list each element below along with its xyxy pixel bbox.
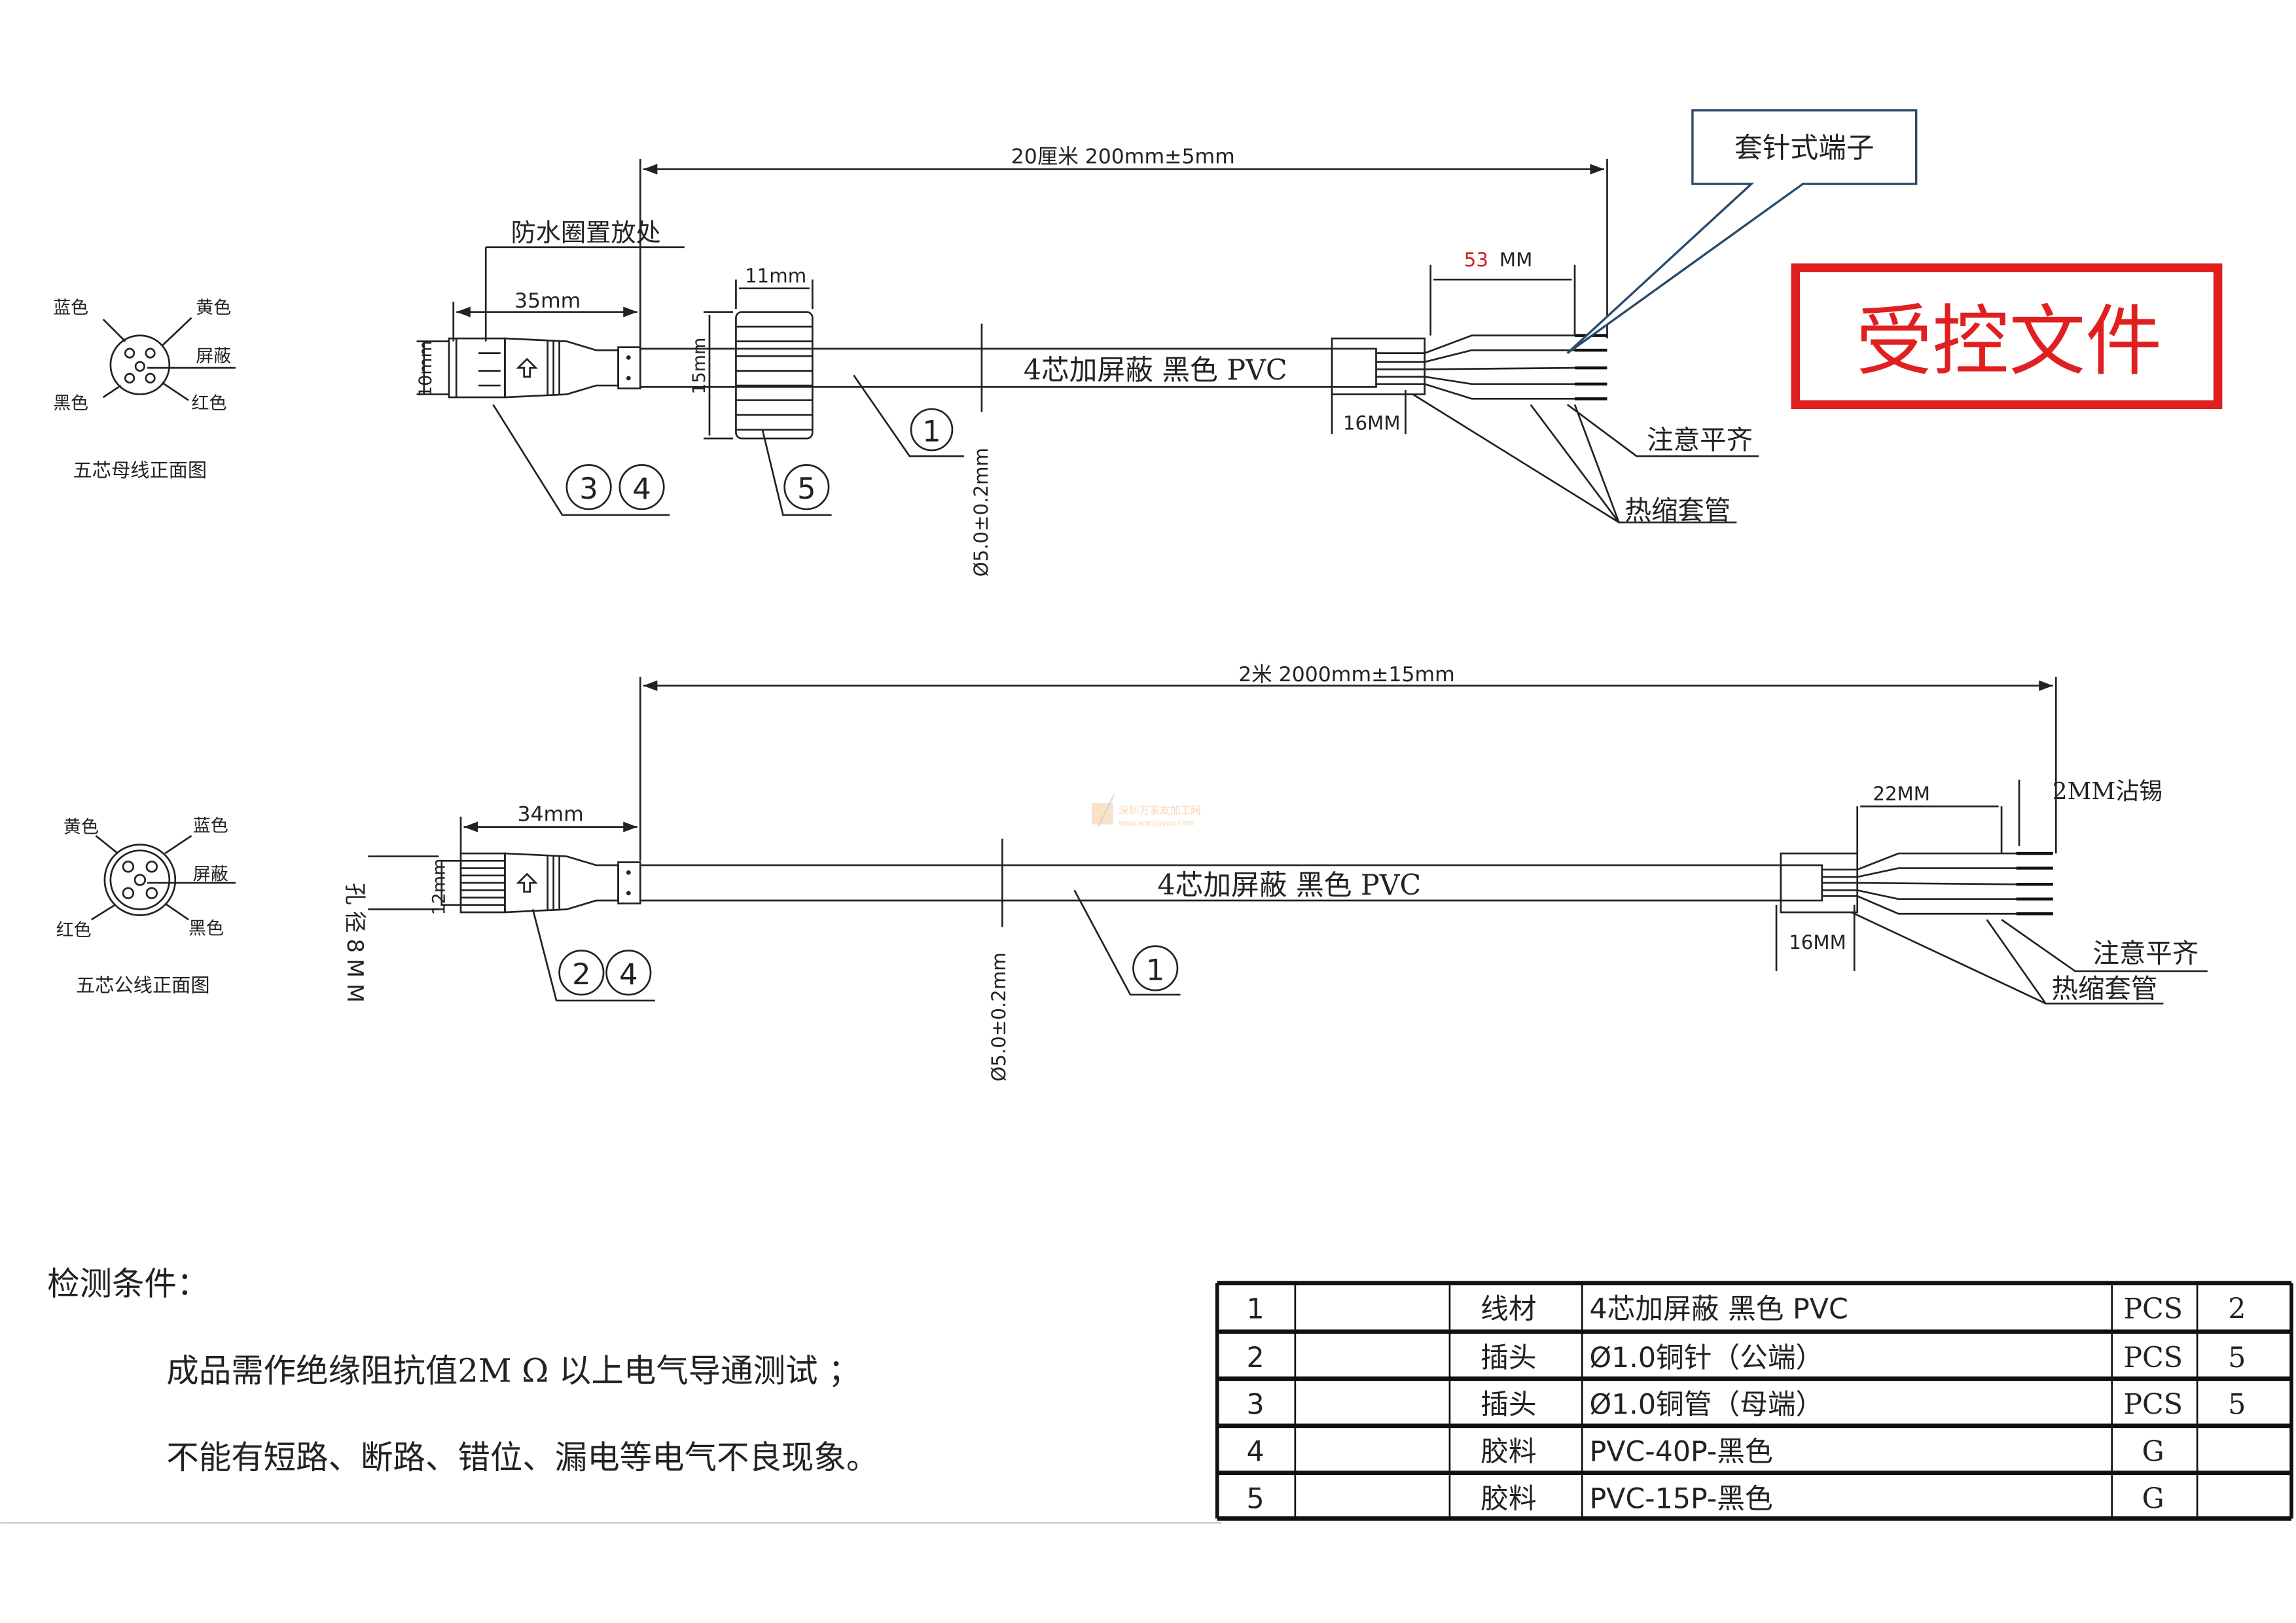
table-cell-spec: Ø1.0铜针（公端） bbox=[1590, 1342, 1824, 1374]
nut bbox=[735, 311, 814, 440]
watermark-name: 深圳万家友加工网 bbox=[1119, 804, 1201, 816]
pin-label: 黄色 bbox=[196, 298, 231, 318]
connector-diameter: 12mm bbox=[429, 859, 449, 916]
test-conditions-title: 检测条件： bbox=[47, 1265, 209, 1303]
table-cell-unit: PCS bbox=[2123, 1293, 2183, 1326]
pin-label: 黑色 bbox=[188, 919, 224, 939]
top-cable-drawing: 20厘米 200mm±5mm 防水圈置放处 35mm 10mm 4芯加屏蔽 黑色… bbox=[416, 109, 1918, 577]
female-pinout: 蓝色 黄色 屏蔽 黑色 红色 五芯母线正面图 bbox=[53, 298, 236, 481]
pin-label: 蓝色 bbox=[53, 298, 88, 318]
pin-label: 红色 bbox=[192, 393, 227, 414]
table-cell-unit: PCS bbox=[2123, 1342, 2183, 1374]
length-dimension: 2米 2000mm±15mm bbox=[1238, 663, 1455, 687]
table-row: 3 插头 Ø1.0铜管（母端） PCS 5 bbox=[1247, 1389, 2246, 1421]
sleeve-length: 16MM bbox=[1789, 931, 1846, 954]
table-cell-type: 胶料 bbox=[1480, 1483, 1536, 1516]
test-condition-line: 成品需作绝缘阻抗值2M Ω 以上电气导通测试 ； bbox=[166, 1351, 860, 1389]
bom-table: 1 线材 4芯加屏蔽 黑色 PVC PCS 2 2 插头 Ø1.0铜针（公端） PCS 5 3 插头 Ø… bbox=[1215, 1281, 2293, 1521]
table-cell-qty: 5 bbox=[2228, 1342, 2246, 1374]
heat-shrink-note: 热缩套管 bbox=[1624, 495, 1731, 526]
table-cell-spec: PVC-15P-黑色 bbox=[1590, 1483, 1773, 1516]
controlled-document-stamp: 受控文件 bbox=[1791, 263, 2223, 410]
cable-diameter: Ø5.0±0.2mm bbox=[970, 448, 992, 577]
table-cell-spec: 4芯加屏蔽 黑色 PVC bbox=[1590, 1293, 1848, 1326]
hole-diameter: 孔径8MM bbox=[342, 883, 368, 1008]
terminal-callout: 套针式端子 bbox=[1566, 109, 1918, 354]
part-ref-4: 4 bbox=[632, 471, 651, 506]
length-dimension: 20厘米 200mm±5mm bbox=[1011, 145, 1235, 169]
male-connector bbox=[440, 852, 641, 914]
sleeve-length: 16MM bbox=[1343, 412, 1401, 435]
table-row: 2 插头 Ø1.0铜针（公端） PCS 5 bbox=[1247, 1342, 2246, 1374]
table-row: 5 胶料 PVC-15P-黑色 G bbox=[1247, 1483, 2164, 1516]
male-pinout: 黄色 蓝色 屏蔽 红色 黑色 五芯公线正面图 bbox=[56, 815, 236, 996]
callout-text: 套针式端子 bbox=[1734, 132, 1874, 165]
cable-label: 4芯加屏蔽 黑色 PVC bbox=[1157, 869, 1421, 902]
table-cell-spec: Ø1.0铜管（母端） bbox=[1590, 1389, 1824, 1421]
align-note: 注意平齐 bbox=[1647, 424, 1753, 455]
pin-label: 黑色 bbox=[53, 393, 88, 414]
table-cell-type: 插头 bbox=[1480, 1342, 1536, 1374]
table-cell-qty: 2 bbox=[2228, 1293, 2246, 1326]
table-cell-no: 3 bbox=[1247, 1389, 1265, 1421]
strip-length-unit: MM bbox=[1499, 249, 1532, 271]
table-cell-no: 5 bbox=[1247, 1483, 1265, 1516]
bottom-cable-drawing: 2米 2000mm±15mm 34mm 12mm 孔径8MM 4芯加屏蔽 黑色 … bbox=[342, 663, 2208, 1082]
nut-width: 11mm bbox=[745, 265, 806, 287]
pin-label: 红色 bbox=[56, 920, 92, 940]
waterproof-ring-note: 防水圈置放处 bbox=[511, 219, 660, 248]
cable-label: 4芯加屏蔽 黑色 PVC bbox=[1024, 354, 1287, 387]
table-row: 4 胶料 PVC-40P-黑色 G bbox=[1247, 1436, 2164, 1469]
table-cell-unit: G bbox=[2142, 1436, 2164, 1469]
pinout-caption: 五芯公线正面图 bbox=[76, 974, 210, 996]
part-ref-5: 5 bbox=[797, 471, 816, 506]
table-cell-qty: 5 bbox=[2228, 1389, 2246, 1421]
female-connector bbox=[448, 337, 641, 399]
table-cell-type: 胶料 bbox=[1480, 1436, 1536, 1469]
pin-label: 黄色 bbox=[63, 817, 99, 838]
strip-length-value: 53 bbox=[1464, 249, 1488, 271]
test-conditions: 检测条件： 成品需作绝缘阻抗值2M Ω 以上电气导通测试 ； 不能有短路、断路、… bbox=[47, 1265, 878, 1476]
pinout-caption: 五芯母线正面图 bbox=[73, 459, 207, 481]
connector-diameter: 10mm bbox=[416, 340, 436, 397]
table-cell-no: 2 bbox=[1247, 1342, 1265, 1374]
watermark-url: www.wanjiayou.com bbox=[1119, 819, 1194, 827]
nut-diameter: 15mm bbox=[689, 338, 709, 395]
table-cell-no: 1 bbox=[1247, 1293, 1265, 1326]
pin-label: 屏蔽 bbox=[196, 346, 231, 366]
stamp-text: 受控文件 bbox=[1856, 296, 2162, 386]
test-condition-line: 不能有短路、断路、错位、漏电等电气不良现象。 bbox=[166, 1438, 878, 1476]
table-cell-type: 插头 bbox=[1480, 1389, 1536, 1421]
table-cell-unit: G bbox=[2142, 1483, 2164, 1516]
cable-diameter: Ø5.0±0.2mm bbox=[988, 952, 1010, 1081]
tin-note: 2MM沾锡 bbox=[2053, 778, 2162, 805]
part-ref-1: 1 bbox=[922, 414, 941, 449]
table-cell-unit: PCS bbox=[2123, 1389, 2183, 1421]
watermark: 深圳万家友加工网 www.wanjiayou.com bbox=[1091, 794, 1201, 827]
pin-label: 屏蔽 bbox=[193, 865, 228, 885]
part-ref-3: 3 bbox=[579, 471, 598, 506]
table-cell-type: 线材 bbox=[1480, 1293, 1536, 1326]
table-cell-spec: PVC-40P-黑色 bbox=[1590, 1436, 1773, 1469]
connector-length: 34mm bbox=[517, 803, 583, 827]
part-ref-1: 1 bbox=[1146, 952, 1165, 987]
connector-length: 35mm bbox=[514, 289, 581, 313]
pin-label: 蓝色 bbox=[193, 815, 228, 836]
part-ref-4: 4 bbox=[619, 957, 638, 991]
strip-length: 22MM bbox=[1873, 783, 1930, 805]
table-cell-no: 4 bbox=[1247, 1436, 1265, 1469]
heat-shrink-note: 热缩套管 bbox=[2052, 972, 2158, 1004]
part-ref-2: 2 bbox=[572, 957, 591, 991]
align-note: 注意平齐 bbox=[2092, 937, 2198, 969]
table-row: 1 线材 4芯加屏蔽 黑色 PVC PCS 2 bbox=[1247, 1293, 2246, 1326]
